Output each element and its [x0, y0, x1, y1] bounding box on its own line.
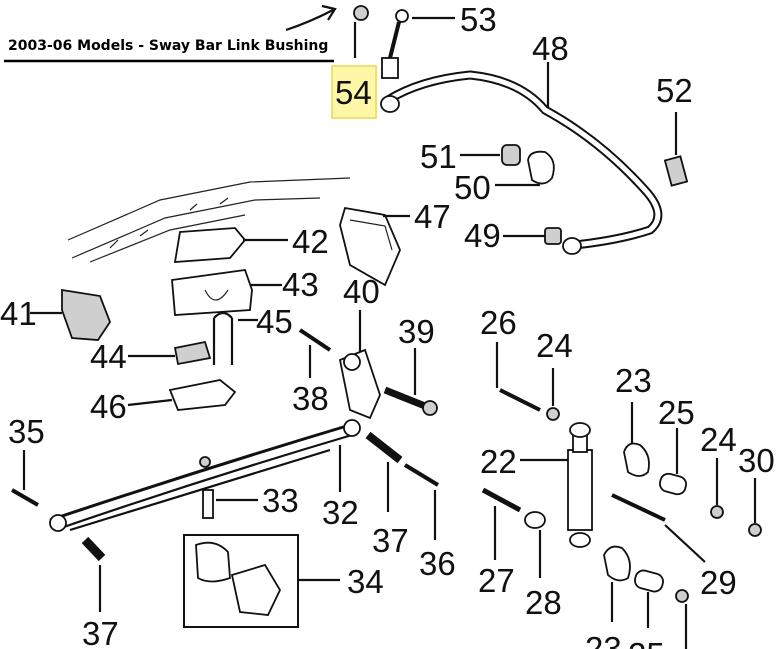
bumper-34-part	[195, 541, 231, 583]
bushing-51-part	[501, 144, 521, 166]
sleeve-25b-part	[634, 569, 664, 593]
leaf-spring-top	[49, 423, 351, 522]
callout-49: 49	[464, 217, 501, 254]
bushing-39-part	[383, 386, 432, 412]
callout-28: 28	[525, 584, 562, 621]
seat-46-part	[168, 379, 237, 411]
callout-37a: 37	[372, 522, 409, 559]
link-53-top	[395, 9, 409, 23]
callout-46: 46	[90, 388, 127, 425]
nut-24b-part	[710, 505, 724, 519]
shock-eye-top	[569, 422, 591, 438]
callout-51: 51	[420, 138, 457, 175]
bushing-23b-part	[603, 545, 631, 582]
plate-42-part	[173, 227, 247, 263]
callout-24b: 24	[700, 421, 737, 458]
bolt-33-part	[202, 489, 214, 519]
callout-26: 26	[480, 304, 517, 341]
leader-46	[127, 398, 173, 407]
sway-bar-eye-right	[562, 237, 582, 255]
sway-bar-eye-left	[380, 95, 400, 113]
callout-53: 53	[460, 1, 497, 38]
callout-54: 54	[335, 74, 372, 111]
stud-29-part	[611, 493, 666, 522]
bushing-37a-part	[365, 431, 403, 464]
callout-33: 33	[262, 482, 299, 519]
callout-43: 43	[282, 266, 319, 303]
shackle-40-eye	[343, 353, 361, 371]
plate-44-part	[173, 340, 212, 366]
callout-40: 40	[343, 273, 380, 310]
callout-23b: 23	[585, 630, 622, 649]
spacer-43-part	[171, 269, 253, 316]
frame-rail-details	[109, 197, 229, 249]
bolt-27-part	[481, 487, 522, 513]
leaf-spring-mid	[54, 433, 353, 532]
center-bolt	[199, 456, 211, 468]
bracket-47-detail	[349, 219, 393, 251]
frame-rail-top	[67, 177, 351, 241]
callout-25a: 25	[658, 394, 695, 431]
callout-32: 32	[322, 494, 359, 531]
callout-23a: 23	[615, 362, 652, 399]
leaf-spring-eye-front	[49, 514, 67, 532]
shock-body	[567, 449, 593, 531]
bracket-41-part	[61, 288, 112, 341]
callout-29: 29	[700, 564, 737, 601]
nut-49-part	[544, 227, 562, 245]
nut-lower-part	[675, 589, 689, 603]
bushing-50-part	[527, 150, 555, 185]
pointer-arrow-icon	[285, 9, 334, 32]
callout-34: 34	[347, 563, 384, 600]
callout-25b: 25	[628, 636, 665, 649]
bolt-35-part	[11, 488, 39, 507]
bracket-34-part	[230, 563, 282, 616]
bracket-52-part	[663, 155, 689, 187]
frame-rail-bottom	[89, 214, 246, 263]
leaf-spring-low	[69, 448, 331, 532]
bushing-23a-part	[623, 442, 650, 477]
callout-22: 22	[480, 443, 517, 480]
arrowhead-icon	[321, 4, 337, 21]
callout-41: 41	[0, 295, 37, 332]
callout-45: 45	[256, 303, 293, 340]
frame-rail-mid	[71, 197, 321, 259]
u-bolt-45-part	[212, 311, 234, 365]
leader-29	[664, 524, 706, 563]
callout-50: 50	[454, 169, 491, 206]
leaf-spring-eye-rear	[343, 419, 361, 437]
callout-38: 38	[292, 380, 329, 417]
callout-37b: 37	[82, 615, 119, 649]
callout-47: 47	[414, 198, 451, 235]
link-53-bottom	[381, 57, 399, 79]
highlight-box-54	[331, 65, 377, 119]
callout-35: 35	[8, 413, 45, 450]
callout-39: 39	[398, 313, 435, 350]
bushing-39-end	[422, 400, 438, 416]
callout-24a: 24	[536, 327, 573, 364]
callout-48: 48	[532, 30, 569, 67]
washer-28-part	[524, 511, 546, 529]
nut-24a-part	[546, 407, 560, 421]
callout-42: 42	[292, 223, 329, 260]
bolt-36-part	[403, 463, 440, 487]
bolt-26-part	[499, 388, 541, 412]
sleeve-25a-part	[659, 472, 687, 496]
bushing-54-part	[353, 5, 369, 21]
callout-30: 30	[738, 442, 775, 479]
link-53-rod	[388, 21, 401, 59]
spacer-43-detail	[204, 289, 229, 301]
callout-36: 36	[419, 545, 456, 582]
shock-eye-bottom	[569, 532, 591, 548]
bolt-38-part	[298, 328, 332, 352]
callout-52: 52	[656, 72, 693, 109]
sway-bar	[386, 72, 661, 248]
nut-30-part	[748, 523, 762, 537]
bushing-37b-part	[81, 536, 106, 562]
diagram-caption: 2003-06 Models - Sway Bar Link Bushing	[8, 38, 328, 54]
callout-27: 27	[478, 562, 515, 599]
callout-44: 44	[90, 338, 127, 375]
